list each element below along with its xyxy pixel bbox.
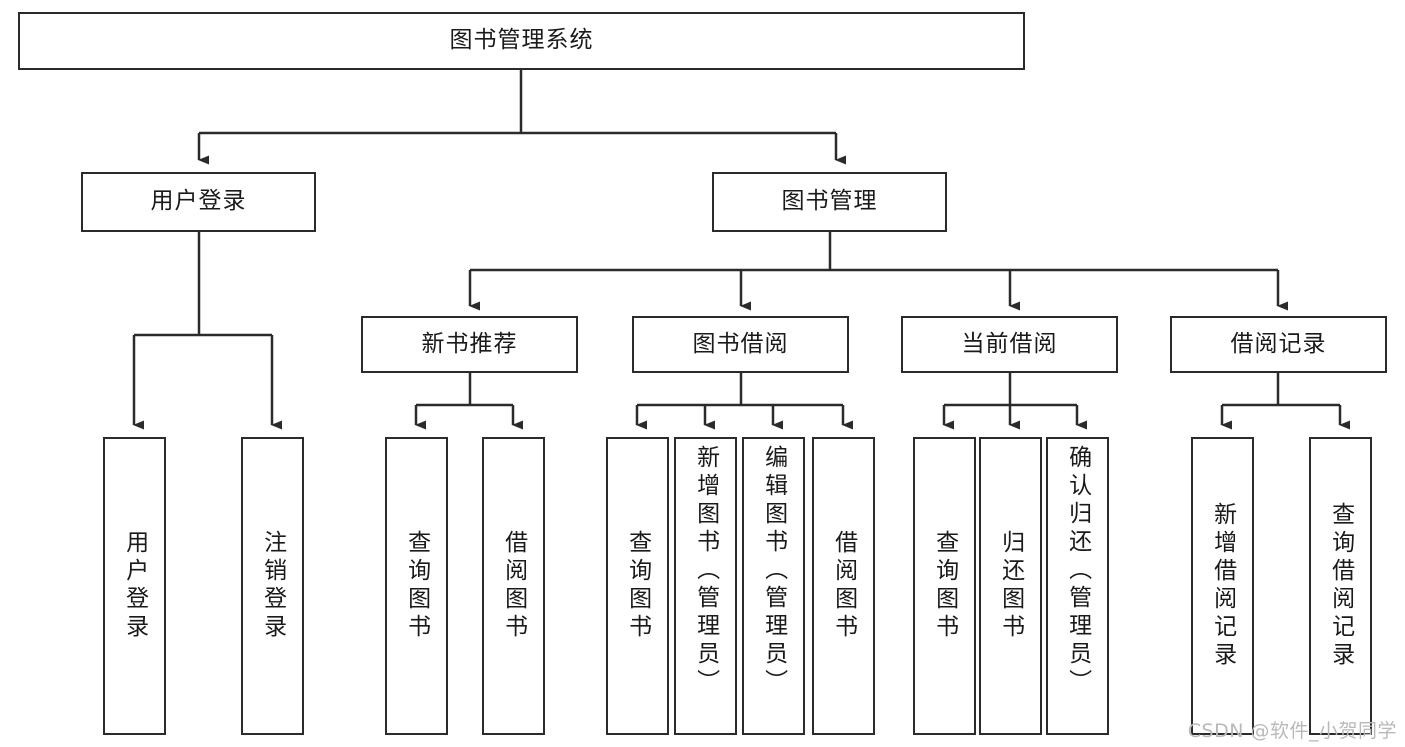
leaf-current-query-label: 查询图书 [931,530,958,642]
node-user-login-label: 用户登录 [150,188,247,215]
leaf-user-logout-label: 注销登录 [259,530,286,642]
leaf-borrow-lend[interactable]: 借阅图书 [812,437,875,735]
node-new-book-recommend-label: 新书推荐 [421,330,518,357]
node-current-borrow[interactable]: 当前借阅 [901,316,1118,373]
leaf-user-login[interactable]: 用户登录 [103,437,166,735]
node-book-borrow-label: 图书借阅 [692,330,789,357]
node-new-book-recommend[interactable]: 新书推荐 [361,316,578,373]
node-user-login[interactable]: 用户登录 [81,172,316,232]
leaf-borrow-edit-label: 编辑图书（管理员） [760,445,787,697]
node-book-management-label: 图书管理 [781,188,878,215]
leaf-newbook-query[interactable]: 查询图书 [385,437,448,735]
node-borrow-record[interactable]: 借阅记录 [1170,316,1387,373]
node-book-borrow[interactable]: 图书借阅 [632,316,849,373]
leaf-newbook-borrow-label: 借阅图书 [500,530,527,642]
leaf-borrow-query[interactable]: 查询图书 [606,437,669,735]
leaf-newbook-borrow[interactable]: 借阅图书 [482,437,545,735]
node-book-management[interactable]: 图书管理 [712,172,947,232]
leaf-record-query-label: 查询借阅记录 [1327,502,1354,670]
leaf-record-add[interactable]: 新增借阅记录 [1191,437,1254,735]
node-borrow-record-label: 借阅记录 [1230,330,1327,357]
leaf-record-query[interactable]: 查询借阅记录 [1309,437,1372,735]
node-root[interactable]: 图书管理系统 [18,12,1025,70]
leaf-borrow-query-label: 查询图书 [624,530,651,642]
leaf-current-return[interactable]: 归还图书 [979,437,1042,735]
leaf-borrow-edit[interactable]: 编辑图书（管理员） [742,437,805,735]
leaf-borrow-lend-label: 借阅图书 [830,530,857,642]
leaf-user-logout[interactable]: 注销登录 [241,437,304,735]
node-root-label: 图书管理系统 [449,27,594,54]
leaf-user-login-label: 用户登录 [121,530,148,642]
watermark: CSDN @软件_小贺同学 [1187,720,1397,742]
leaf-record-add-label: 新增借阅记录 [1209,502,1236,670]
leaf-current-confirm-label: 确认归还（管理员） [1064,445,1091,697]
leaf-current-query[interactable]: 查询图书 [913,437,976,735]
node-current-borrow-label: 当前借阅 [961,330,1058,357]
leaf-borrow-add[interactable]: 新增图书（管理员） [674,437,737,735]
leaf-current-confirm[interactable]: 确认归还（管理员） [1046,437,1109,735]
leaf-newbook-query-label: 查询图书 [403,530,430,642]
leaf-current-return-label: 归还图书 [997,530,1024,642]
leaf-borrow-add-label: 新增图书（管理员） [692,445,719,697]
